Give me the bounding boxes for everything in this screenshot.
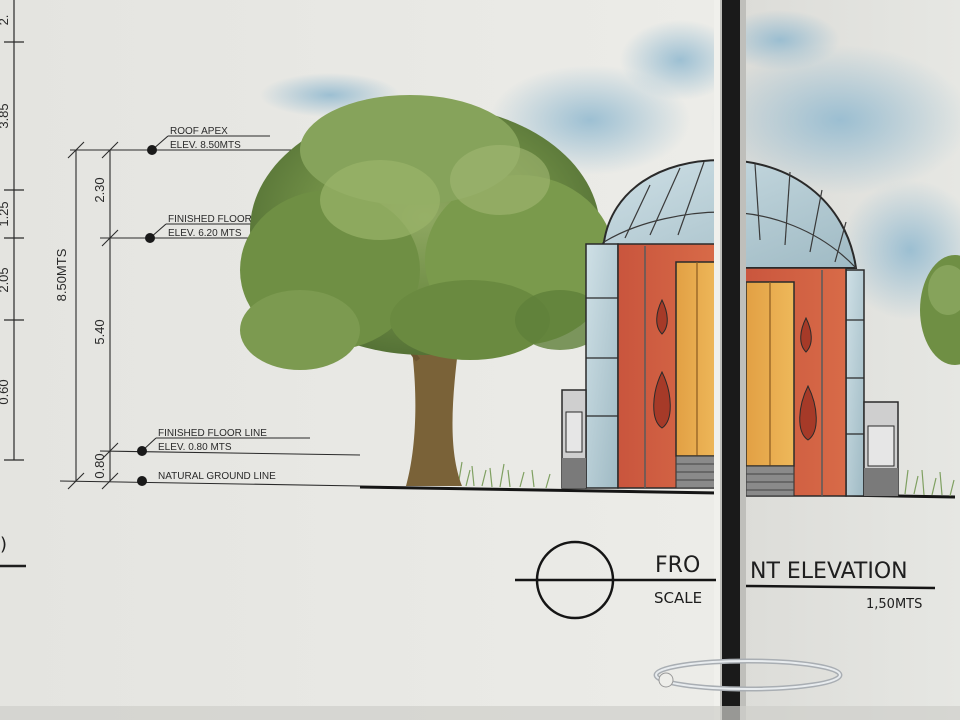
tree bbox=[240, 95, 615, 486]
left-edge-dim-1: 3.85 bbox=[0, 103, 11, 128]
label-roof-apex-elev: ELEV. 8.50MTS bbox=[170, 140, 241, 151]
left-sheet-edge bbox=[714, 0, 720, 720]
left-edge-dim-3: 2.05 bbox=[0, 267, 11, 292]
dim-middle: 5.40 bbox=[92, 319, 107, 344]
title-block bbox=[515, 540, 936, 620]
title-text-left: FRO bbox=[655, 553, 700, 578]
sky-wash bbox=[260, 10, 960, 320]
left-edge-dim-2: 1.25 bbox=[0, 201, 11, 226]
scale-label: SCALE bbox=[654, 589, 702, 607]
scale-value: 1,50MTS bbox=[866, 597, 922, 612]
label-finished-floor-upper: FINISHED FLOOR LINE bbox=[168, 214, 277, 225]
left-title-fragment: ) bbox=[0, 534, 7, 555]
grass bbox=[457, 461, 955, 497]
binding-spine bbox=[722, 0, 740, 720]
dim-upper: 2.30 bbox=[92, 177, 107, 202]
right-tree-fragment bbox=[920, 255, 960, 365]
label-finished-floor-lower: FINISHED FLOOR LINE bbox=[158, 428, 267, 439]
title-text-right: NT ELEVATION bbox=[750, 559, 908, 584]
label-finished-floor-lower-elev: ELEV. 0.80 MTS bbox=[158, 442, 232, 453]
label-natural-ground: NATURAL GROUND LINE bbox=[158, 471, 276, 482]
left-edge-dim-top: 2. bbox=[0, 15, 11, 26]
left-edge-dim-4: 0.60 bbox=[0, 379, 11, 404]
level-markers bbox=[137, 145, 157, 486]
dim-overall: 8.50MTS bbox=[54, 248, 69, 301]
bottom-shadow bbox=[0, 706, 960, 720]
binder-ring bbox=[653, 658, 843, 692]
dim-lower: 0.80 bbox=[92, 453, 107, 478]
label-roof-apex: ROOF APEX bbox=[170, 126, 228, 137]
label-finished-floor-upper-elev: ELEV. 6.20 MTS bbox=[168, 228, 242, 239]
left-edge-dimension-chain bbox=[4, 0, 24, 461]
